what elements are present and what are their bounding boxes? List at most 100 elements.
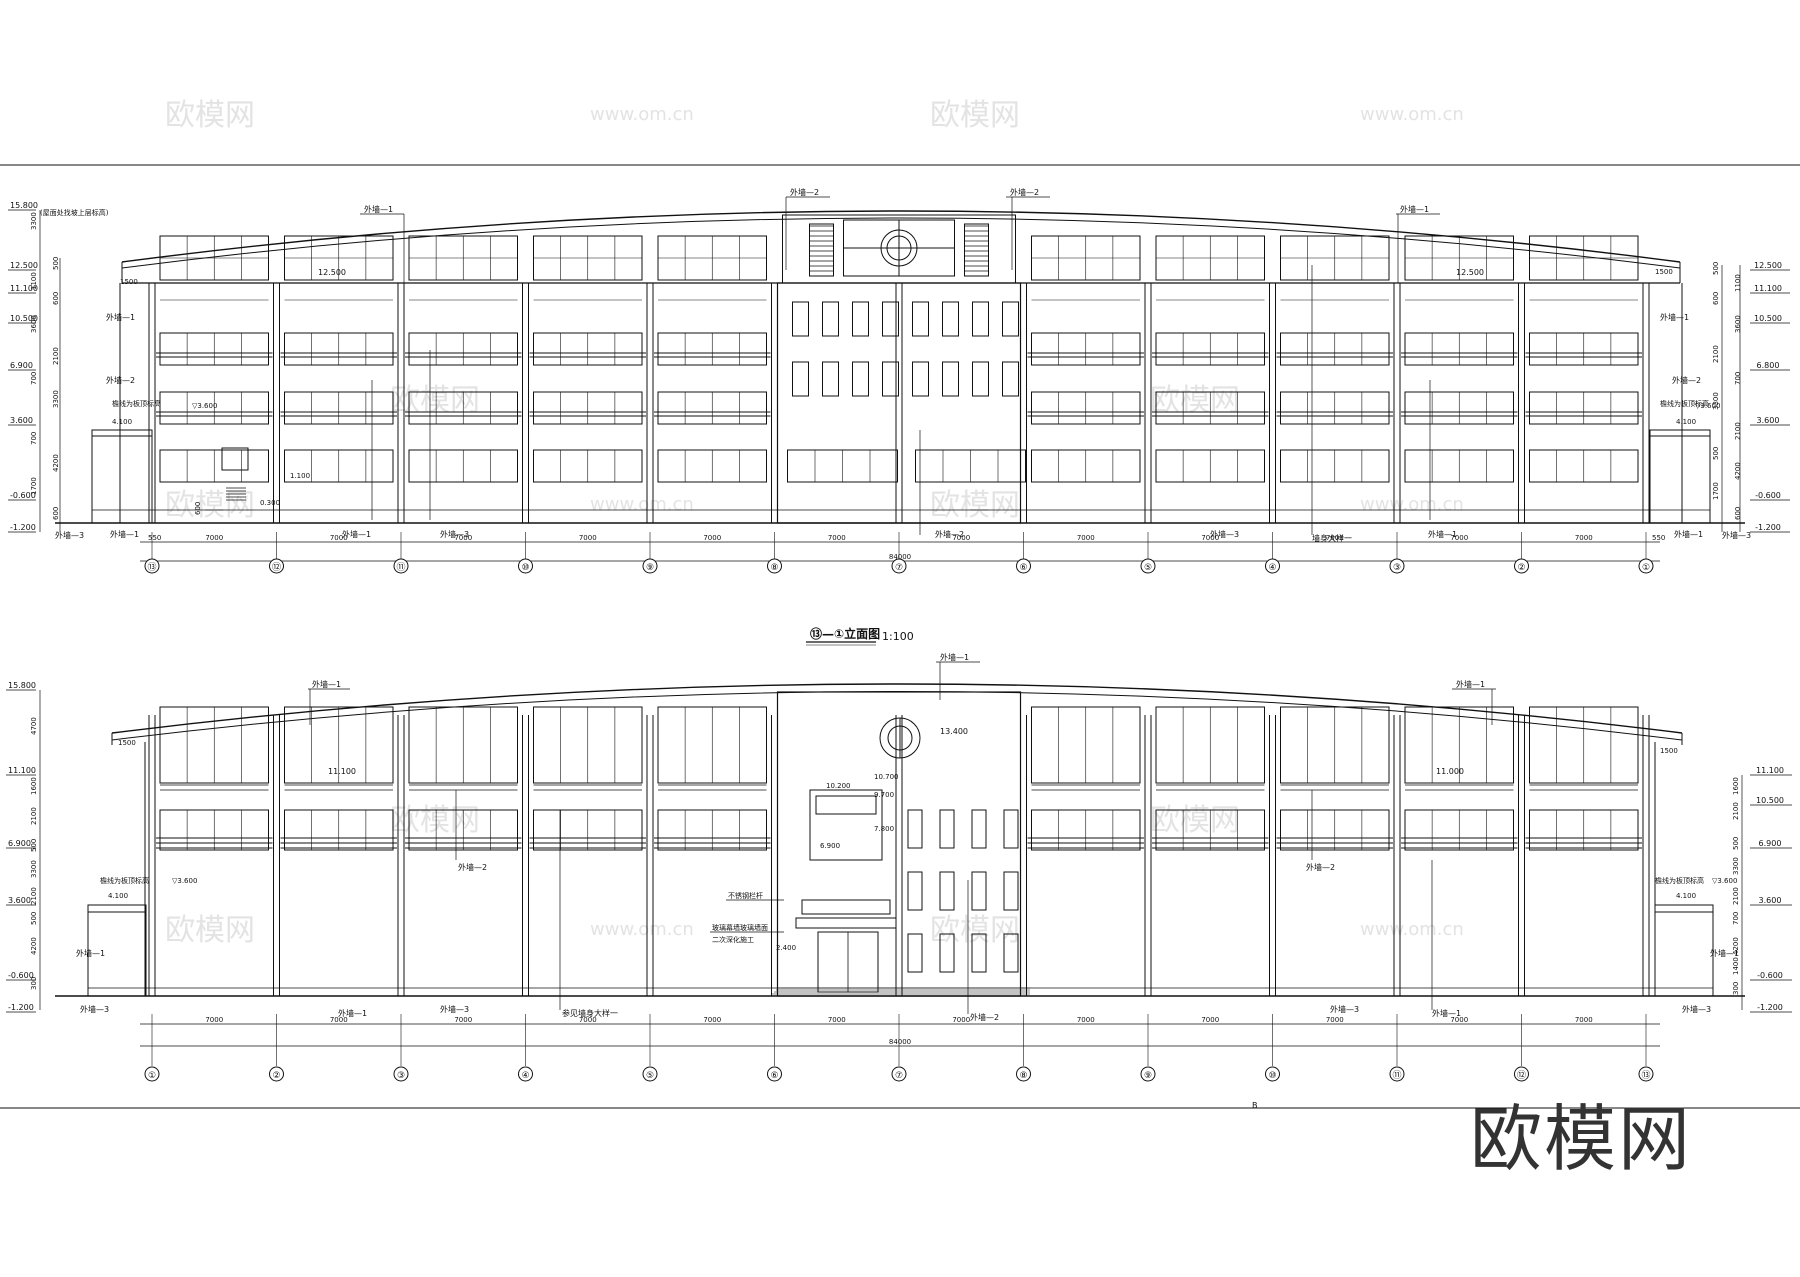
dim-text: 7000	[1201, 1016, 1219, 1024]
dim-text: 1700	[1712, 482, 1720, 500]
louvre-right	[964, 223, 989, 277]
finish-label: 外墙—3	[1210, 529, 1239, 539]
finish-label: 外墙—3	[1722, 530, 1751, 540]
level-mark: ▽3.600	[1695, 402, 1720, 410]
dim-text: 3300	[1712, 392, 1720, 410]
axis-label: ⑫	[1517, 1070, 1526, 1081]
dim-text: 7000	[579, 534, 597, 542]
cornice-label: 檐线为板顶标高	[1655, 876, 1704, 885]
level-mark: 11.100	[328, 767, 356, 776]
cornice-label: 檐线为板顶标高	[112, 399, 161, 408]
center-window	[939, 871, 955, 911]
level-mark: -0.600	[1755, 491, 1781, 500]
axis-bubble	[144, 1066, 160, 1082]
finish-label: 外墙—1	[110, 529, 139, 539]
level-mark: 10.500	[1756, 796, 1784, 805]
axis-bubble	[1638, 558, 1654, 574]
roof-curve-inner	[121, 217, 1681, 269]
dim-text: 7000	[828, 534, 846, 542]
dim-text: 500	[1712, 262, 1720, 275]
railing-label: 不锈钢栏杆	[728, 891, 763, 900]
level-mark: 3.600	[1757, 416, 1780, 425]
dim-text: 4700	[30, 717, 38, 735]
watermark-url: www.om.cn	[590, 104, 694, 125]
level-mark: 4.100	[112, 418, 132, 426]
level-mark: 6.800	[1757, 361, 1780, 370]
dim-text: 3300	[30, 860, 38, 878]
axis-bubble	[891, 1066, 907, 1082]
roof-note: (屋面处找坡上层标高)	[40, 208, 109, 217]
level-mark: 15.800	[8, 681, 36, 690]
louvre-left	[809, 223, 834, 277]
dim-text: 4200	[1732, 937, 1740, 955]
dim-text: 7000	[205, 1016, 223, 1024]
dim-text: 1500	[1655, 268, 1673, 276]
glass-label: 二次深化施工	[712, 935, 754, 944]
watermark-logo: 欧模网	[165, 488, 255, 523]
center-window	[942, 301, 959, 337]
level-mark: 10.700	[874, 773, 899, 781]
center-window	[907, 809, 923, 849]
dim-text: 7000	[1450, 534, 1468, 542]
finish-label: 外墙—2	[790, 187, 819, 197]
axis-bubble	[269, 558, 284, 574]
dim-text: 7000	[1201, 534, 1219, 542]
center-window	[822, 361, 839, 397]
watermark-logo: 欧模网	[930, 98, 1020, 133]
dim-text: 500	[30, 912, 38, 925]
level-mark: 6.900	[8, 839, 31, 848]
level-mark: -0.600	[8, 971, 34, 980]
dim-text: 1500	[120, 278, 138, 286]
dim-text: 7000	[1077, 534, 1095, 542]
finish-label: 外墙—1	[1660, 312, 1689, 322]
dim-text: 4200	[52, 454, 60, 472]
center-window	[1002, 301, 1019, 337]
axis-label: ⑧	[770, 563, 778, 573]
axis-bubble	[1514, 1066, 1529, 1082]
level-mark: 4.100	[108, 892, 128, 900]
level-mark: 11.000	[1436, 767, 1464, 776]
finish-label: 外墙—1	[1456, 679, 1485, 689]
axis-bubble	[393, 1066, 409, 1082]
dim-text: 7000	[703, 1016, 721, 1024]
dim-text: 300	[1732, 982, 1740, 995]
axis-label: ④	[1268, 563, 1276, 573]
page-mark: B	[1252, 1101, 1258, 1110]
axis-bubble	[767, 1066, 782, 1082]
axis-label: ⑧	[1019, 1071, 1027, 1081]
center-window	[1003, 871, 1019, 911]
level-mark: 4.100	[1676, 418, 1696, 426]
dim-text: 600	[52, 507, 60, 520]
dim-text: 84000	[889, 1038, 911, 1046]
watermark-url: www.om.cn	[1360, 104, 1464, 125]
dim-text: 2100	[1734, 422, 1742, 440]
axis-label: ⑪	[1392, 1070, 1401, 1081]
axis-label: ①	[1642, 563, 1650, 573]
dim-text: 3300	[1732, 857, 1740, 875]
dim-text: 600	[1712, 292, 1720, 305]
axis-bubble	[1389, 558, 1405, 574]
center-window	[1003, 933, 1019, 973]
axis-bubble	[1389, 1066, 1405, 1082]
axis-bubble	[1140, 1066, 1156, 1082]
stair-door	[221, 447, 249, 471]
axis-label: ⑩	[1268, 1071, 1276, 1081]
finish-label: 外墙—3	[1682, 1004, 1711, 1014]
finish-label: 外墙—1	[312, 679, 341, 689]
roof-curve-top	[111, 683, 1683, 734]
center-window	[792, 301, 809, 337]
axis-label: ⑦	[895, 563, 903, 573]
axis-bubble	[144, 558, 160, 574]
dim-text: 1100	[30, 272, 38, 290]
center-parapet	[782, 214, 1016, 284]
axis-bubble	[518, 1066, 533, 1082]
finish-label: 外墙—1	[1674, 529, 1703, 539]
axis-bubble	[269, 1066, 284, 1082]
watermark-logo: 欧模网	[390, 803, 480, 838]
roof-curve-inner	[111, 691, 1683, 741]
bottom-elevation: 15.80011.1006.9003.600-0.600-1.20011.100…	[6, 652, 1792, 1082]
level-mark: 11.100	[1756, 766, 1784, 775]
dim-text: 1500	[118, 739, 136, 747]
annex-right	[1654, 904, 1714, 997]
finish-label: 外墙—1	[940, 652, 969, 662]
